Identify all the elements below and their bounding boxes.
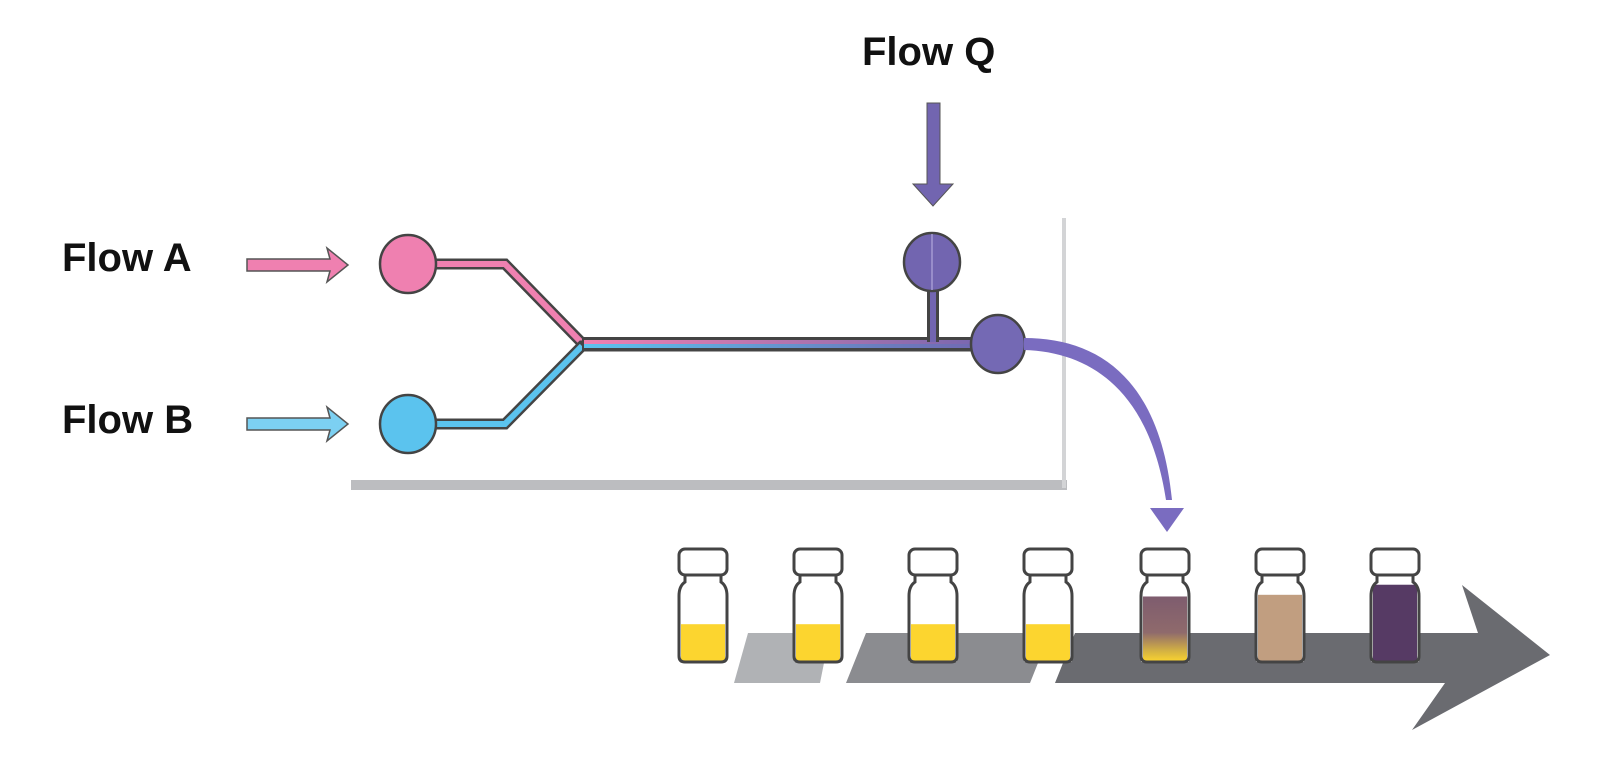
vial-cap	[1022, 547, 1074, 577]
vial-liquid	[1026, 624, 1070, 662]
vial-cap	[677, 547, 729, 577]
outlet	[969, 313, 1027, 375]
vial-cap	[1139, 547, 1191, 577]
vial-cap	[907, 547, 959, 577]
vial	[1254, 547, 1306, 664]
vial-cap	[1254, 547, 1306, 577]
inlet-b	[378, 393, 438, 455]
inlet-a	[378, 233, 438, 295]
vial-liquid	[1143, 596, 1187, 662]
vial-body	[1022, 575, 1074, 664]
flow-b-label: Flow B	[62, 398, 194, 442]
channel-a	[408, 258, 980, 349]
vial	[677, 547, 729, 664]
vial-body	[907, 575, 959, 664]
vial	[1369, 547, 1421, 664]
output-curve-arrow-icon	[1024, 338, 1184, 532]
main-channel	[582, 337, 997, 351]
vial-cap	[1369, 547, 1421, 577]
vial	[792, 547, 844, 664]
flow-b-arrow-icon	[246, 404, 350, 444]
vial-body	[1139, 575, 1191, 664]
vial-body	[1369, 575, 1421, 664]
vial-row	[677, 547, 1421, 664]
vial-body	[1254, 575, 1306, 664]
vial	[1139, 547, 1191, 664]
flow-a-arrow-icon	[246, 245, 350, 285]
channel-b	[408, 340, 980, 430]
vial-cap	[792, 547, 844, 577]
vial	[1022, 547, 1074, 664]
flow-q-arrow-icon	[911, 102, 955, 207]
vial-liquid	[911, 624, 955, 662]
flow-q-label: Flow Q	[862, 30, 996, 74]
vial-liquid	[1258, 594, 1302, 662]
vial-body	[792, 575, 844, 664]
flow-a-label: Flow A	[62, 236, 192, 280]
vial-liquid	[681, 624, 725, 662]
vial-liquid	[1373, 584, 1417, 662]
vial-body	[677, 575, 729, 664]
vial	[907, 547, 959, 664]
vial-liquid	[796, 624, 840, 662]
